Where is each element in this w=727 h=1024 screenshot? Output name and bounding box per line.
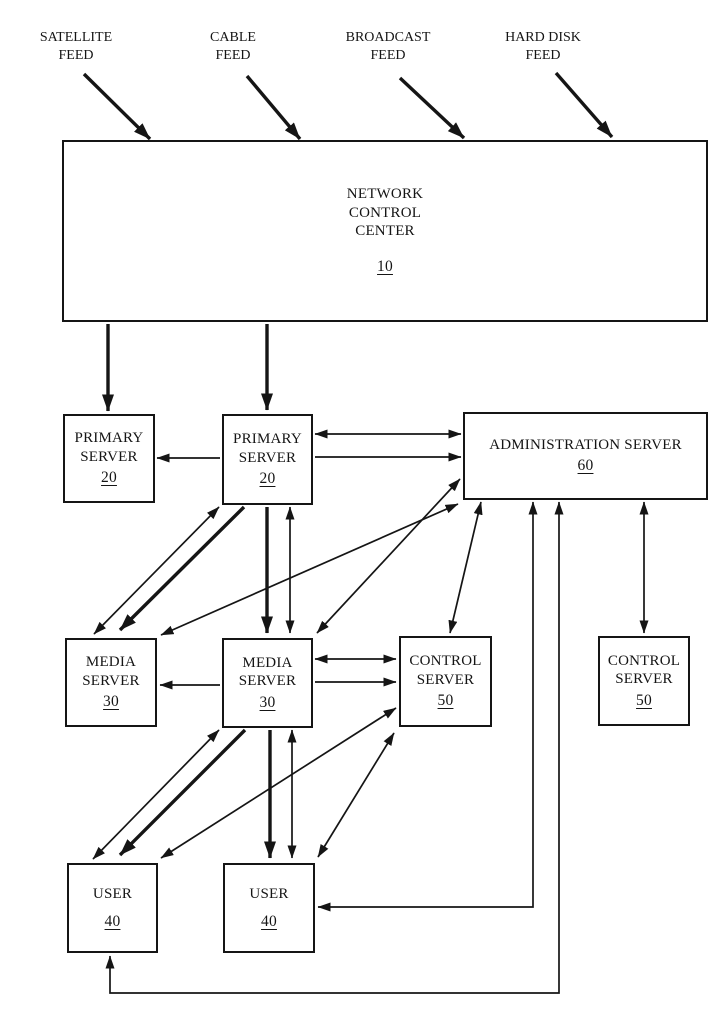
hard-disk-feed-label: HARD DISK FEED [505,29,581,66]
satellite-feed-arrow [82,72,152,141]
feed-label-line: FEED [370,48,406,64]
node-label-line: SERVER [416,671,475,688]
edge-admin-control-server-1 [448,501,483,634]
node-ref-number: 30 [259,693,276,711]
node-label-line: MEDIA [85,654,137,671]
node-label-line: SERVER [238,449,297,466]
node-label-line: PRIMARY [233,431,302,448]
edge-admin-user-1-elbow [105,501,564,994]
node-user-2: USER 40 [223,863,315,953]
node-control-server-2: CONTROL SERVER 50 [598,636,690,726]
node-label-line: SERVER [80,448,138,465]
edge-media-server-2-user-1-thin [92,729,220,860]
node-user-1: USER 40 [67,863,158,953]
edge-primary-server-2-media-server-1-thin [93,506,220,635]
node-label-line: SERVER [615,671,673,688]
edge-user-2-control-server-1 [317,732,395,858]
edge-media-server-2-to-user-1-thick [118,728,247,857]
feed-label-line: FEED [215,48,251,64]
node-media-server-2: MEDIA SERVER 30 [222,638,313,728]
node-ref-number: 60 [577,457,594,475]
feed-label-line: SATELLITE [39,30,113,45]
hard-disk-feed-arrow [554,71,614,139]
satellite-feed-label: SATELLITE FEED [40,29,112,66]
node-ref-number: 40 [261,912,277,930]
node-label-line: USER [92,885,133,902]
cable-feed-label: CABLE FEED [210,29,256,66]
node-ref-number: 50 [437,692,454,709]
edge-admin-media-server-1 [160,503,459,636]
node-ref-number: 10 [377,258,393,276]
node-ref-number: 20 [259,470,276,487]
node-label-line: SERVER [82,672,140,689]
node-label-line: CONTROL [348,204,422,221]
node-label-line: USER [249,885,289,902]
feed-label-line: BROADCAST [345,30,431,45]
feed-label-line: CABLE [210,30,256,45]
feed-label-line: HARD DISK [505,30,581,45]
node-ref-number: 20 [101,469,117,486]
node-administration-server: ADMINISTRATION SERVER 60 [463,412,708,500]
node-label-line: CENTER [355,222,415,239]
node-ref-number: 40 [104,912,121,930]
node-label-line: CONTROL [607,652,681,669]
feed-label-line: FEED [58,48,94,64]
feed-label-line: FEED [525,48,561,64]
node-label-line: MEDIA [242,654,293,671]
node-label-line: SERVER [238,673,297,690]
cable-feed-arrow [245,74,302,141]
edge-primary-server-2-to-media-server-1-thick [118,505,246,632]
edge-user-1-control-server-1 [160,707,397,859]
node-ref-number: 50 [636,691,652,709]
node-ref-number: 30 [103,693,119,710]
node-label-line: PRIMARY [74,430,144,447]
node-label-line: CONTROL [409,653,482,670]
node-label-line: NETWORK [346,186,424,203]
node-label-line: ADMINISTRATION SERVER [489,437,682,454]
broadcast-feed-label: BROADCAST FEED [346,29,431,66]
broadcast-feed-arrow [398,76,466,140]
